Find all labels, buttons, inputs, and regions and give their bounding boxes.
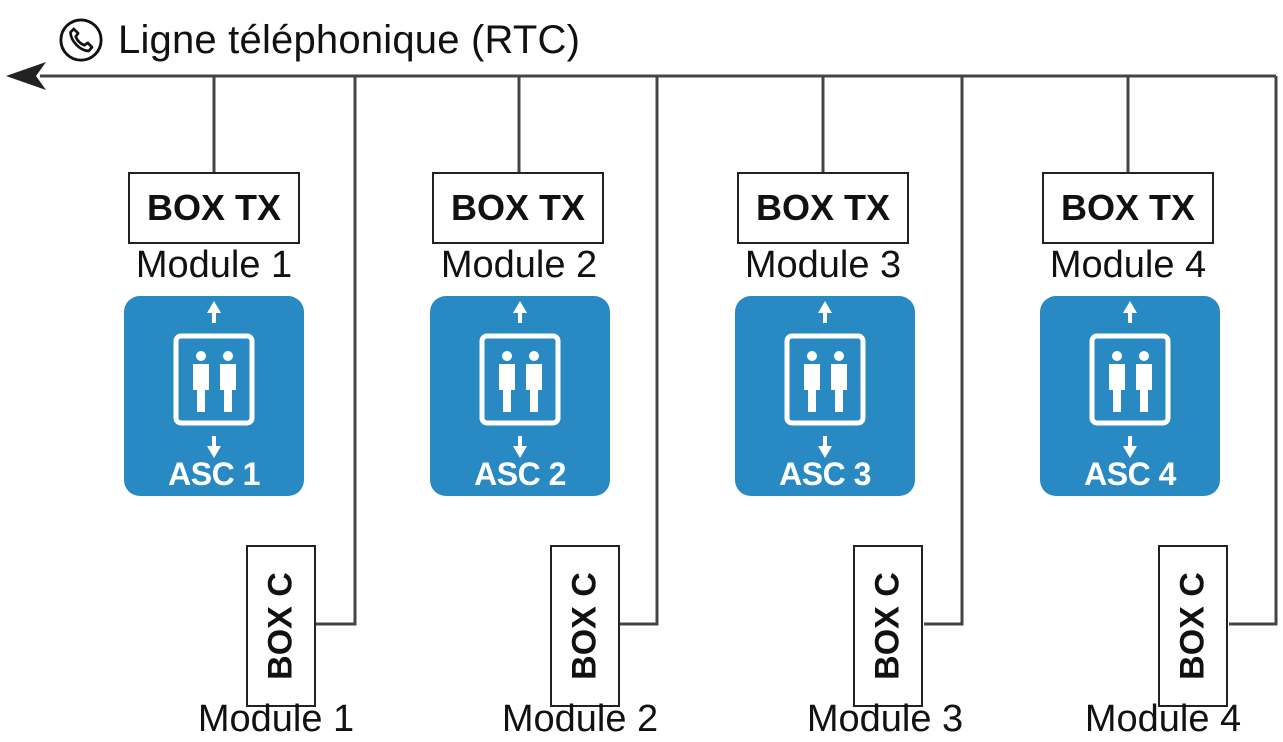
box-c-1: BOX C: [246, 545, 316, 707]
line-arrowhead-icon: [6, 62, 46, 90]
box-c-3: BOX C: [853, 545, 923, 707]
arrow-up-icon: [513, 301, 527, 323]
elevator-label-1: ASC 1: [168, 456, 260, 492]
module-label-top-3: Module 3: [744, 244, 902, 286]
arrow-down-icon: [818, 436, 832, 458]
box-c-wire-4: [1229, 76, 1278, 626]
box-c-2: BOX C: [550, 545, 620, 707]
box-tx-4: BOX TX: [1042, 172, 1214, 244]
arrow-up-icon: [1123, 301, 1137, 323]
elevator-tile-2: ASC 2: [430, 296, 610, 496]
elevator-tile-1: ASC 1: [124, 296, 304, 496]
box-c-wire-2: [620, 76, 659, 626]
box-c-label-1: BOX C: [261, 572, 300, 680]
phone-icon: [59, 18, 103, 62]
box-tx-3: BOX TX: [737, 172, 909, 244]
elevator-icon: [479, 301, 561, 458]
arrow-down-icon: [207, 436, 221, 458]
elevator-label-4: ASC 4: [1084, 456, 1176, 492]
arrow-down-icon: [513, 436, 527, 458]
box-c-label-4: BOX C: [1173, 572, 1212, 680]
box-tx-1: BOX TX: [128, 172, 300, 244]
module-label-bottom-1: Module 1: [197, 698, 355, 740]
elevator-label-2: ASC 2: [474, 456, 566, 492]
arrow-up-icon: [818, 301, 832, 323]
box-c-wire-1: [316, 76, 357, 626]
module-label-bottom-3: Module 3: [806, 698, 964, 740]
box-c-label-3: BOX C: [868, 572, 907, 680]
elevator-label-3: ASC 3: [779, 456, 871, 492]
elevator-tile-3: ASC 3: [735, 296, 915, 496]
arrow-up-icon: [207, 301, 221, 323]
elevator-icon: [1089, 301, 1171, 458]
module-label-top-2: Module 2: [440, 244, 598, 286]
elevator-icon: [173, 301, 255, 458]
box-c-label-2: BOX C: [565, 572, 604, 680]
module-label-bottom-4: Module 4: [1084, 698, 1242, 740]
box-c-4: BOX C: [1158, 545, 1228, 707]
arrow-down-icon: [1123, 436, 1137, 458]
module-label-top-4: Module 4: [1049, 244, 1207, 286]
elevator-tile-4: ASC 4: [1040, 296, 1220, 496]
box-tx-2: BOX TX: [432, 172, 604, 244]
module-label-top-1: Module 1: [135, 244, 293, 286]
line-title: Ligne téléphonique (RTC): [58, 10, 580, 70]
module-label-bottom-2: Module 2: [501, 698, 659, 740]
elevator-icon: [784, 301, 866, 458]
line-label: Ligne téléphonique (RTC): [118, 17, 581, 62]
box-c-wire-3: [924, 76, 964, 626]
